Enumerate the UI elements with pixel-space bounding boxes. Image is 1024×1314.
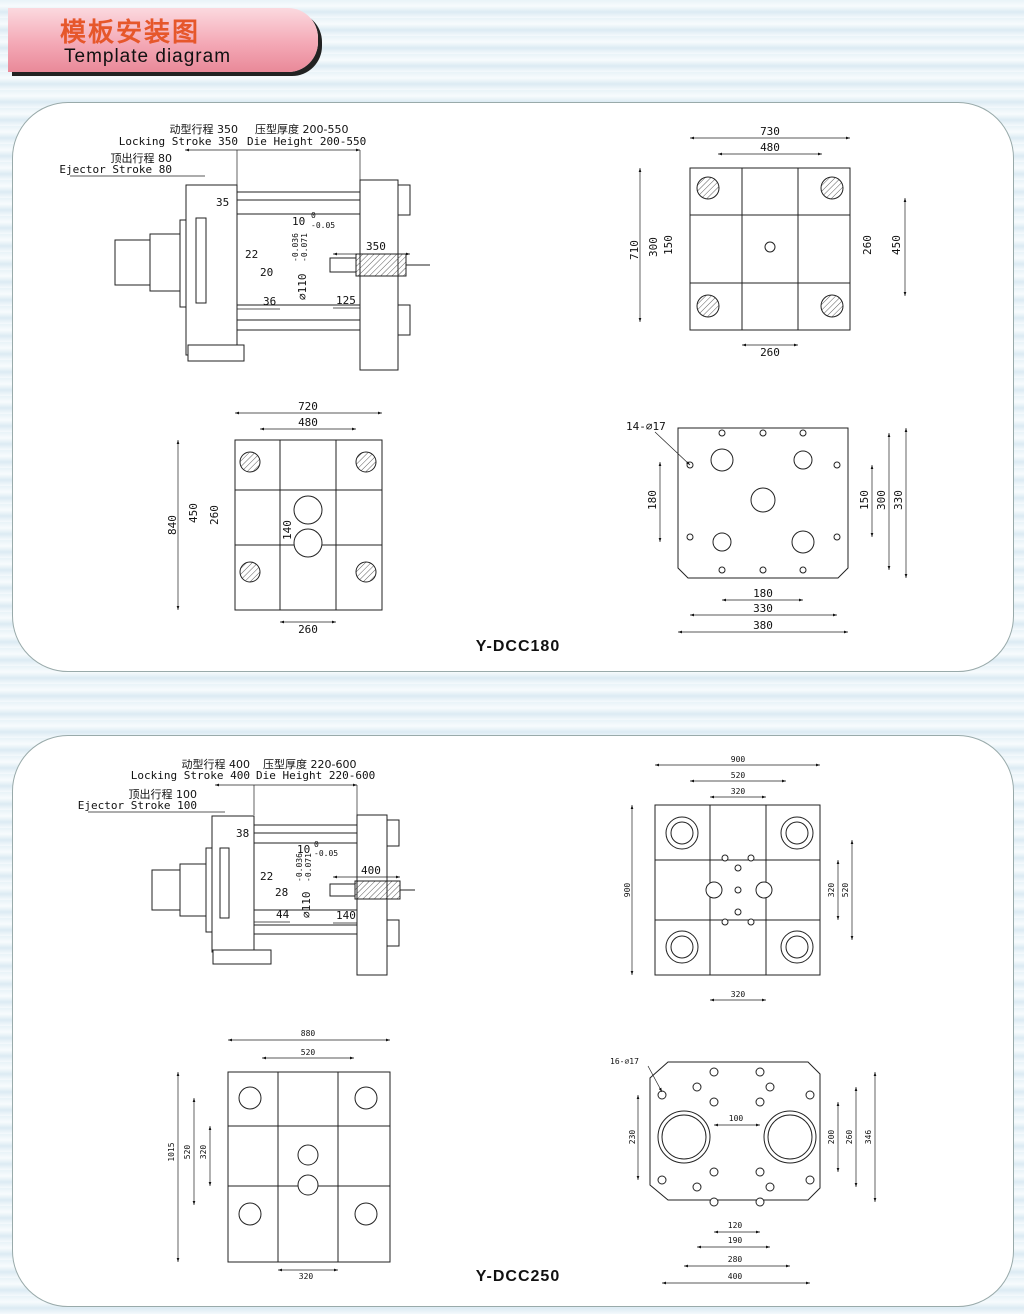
fixed-platen-180: 730 480 710 300 150 260 450 260 xyxy=(628,125,907,359)
dia-tol-down: -0.071 xyxy=(304,853,313,882)
dim-840: 840 xyxy=(166,515,179,535)
dim-125: 125 xyxy=(336,294,356,307)
holes-14: 14-∅17 xyxy=(626,420,666,433)
dim-480: 480 xyxy=(760,141,780,154)
dim-320: 320 xyxy=(731,787,746,796)
dim-330: 330 xyxy=(892,490,905,510)
dim-260: 260 xyxy=(208,505,221,525)
dim-320-bottom: 320 xyxy=(299,1272,314,1281)
dim-520-right: 520 xyxy=(841,883,850,898)
dim-36: 36 xyxy=(263,295,276,308)
die-height-cn: 压型厚度 220-600 xyxy=(263,757,356,771)
dim-1015: 1015 xyxy=(167,1142,176,1161)
holes-16: 16-∅17 xyxy=(610,1057,639,1066)
ejector-stroke-cn: 顶出行程 80 xyxy=(111,151,173,165)
model-title-180: Y-DCC180 xyxy=(476,638,560,655)
dim-38: 38 xyxy=(236,827,249,840)
ejector-stroke-en: Ejector Stroke 80 xyxy=(59,163,172,176)
tol-up: 0 xyxy=(311,211,316,220)
dia-tol-down: -0.071 xyxy=(300,233,309,262)
dim-520: 520 xyxy=(301,1048,316,1057)
dia-tol-up: -0.036 xyxy=(295,853,304,882)
dia-tol-up: -0.036 xyxy=(291,233,300,262)
ejector-stroke-en: Ejector Stroke 100 xyxy=(78,799,197,812)
dim-730: 730 xyxy=(760,125,780,138)
dim-260-right: 260 xyxy=(861,235,874,255)
dim-140: 140 xyxy=(281,520,294,540)
dim-190: 190 xyxy=(728,1236,743,1245)
dim-380-bottom: 380 xyxy=(753,619,773,632)
locking-stroke-en: Locking Stroke 350 xyxy=(119,135,238,148)
dim-10: 10 xyxy=(292,215,305,228)
die-height-en: Die Height 220-600 xyxy=(256,769,375,782)
dim-260-bottom: 260 xyxy=(760,346,780,359)
dim-260: 260 xyxy=(845,1130,854,1145)
dim-320-right: 320 xyxy=(827,883,836,898)
dim-200: 200 xyxy=(827,1130,836,1145)
dim-300: 300 xyxy=(647,237,660,257)
dim-120: 120 xyxy=(728,1221,743,1230)
dim-100: 100 xyxy=(729,1114,744,1123)
dim-22: 22 xyxy=(245,248,258,261)
header-banner: 模板安装图 Template diagram xyxy=(8,8,318,72)
dim-320-left: 320 xyxy=(199,1145,208,1160)
ejector-stroke-cn: 顶出行程 100 xyxy=(129,787,198,801)
dim-260-bottom: 260 xyxy=(298,623,318,636)
dim-710: 710 xyxy=(628,240,641,260)
dim-10: 10 xyxy=(297,843,310,856)
dim-900-height: 900 xyxy=(623,883,632,898)
model-title-250: Y-DCC250 xyxy=(476,1268,560,1285)
ejector-plate-250: 16-∅17 230 100 200 260 346 120 190 280 4… xyxy=(610,1057,877,1285)
dim-480: 480 xyxy=(298,416,318,429)
side-view-180: 动型行程 350 压型厚度 200-550 Locking Stroke 350… xyxy=(59,122,430,371)
dim-150: 150 xyxy=(858,490,871,510)
moving-platen-180: 720 480 840 450 260 140 260 xyxy=(166,400,383,636)
dim-180-left: 180 xyxy=(646,490,659,510)
dim-320-bottom: 320 xyxy=(731,990,746,999)
header-title-en: Template diagram xyxy=(64,46,232,67)
dim-450: 450 xyxy=(187,503,200,523)
dim-dia110: ∅110 xyxy=(300,892,313,919)
dim-450: 450 xyxy=(890,235,903,255)
dim-330-bottom: 330 xyxy=(753,602,773,615)
dim-880: 880 xyxy=(301,1029,316,1038)
dim-400: 400 xyxy=(361,864,381,877)
dim-230: 230 xyxy=(628,1130,637,1145)
fixed-platen-250: 900 520 320 900 320 520 320 xyxy=(623,755,854,1002)
dim-346: 346 xyxy=(864,1130,873,1145)
die-height-cn: 压型厚度 200-550 xyxy=(255,122,348,136)
side-view-250: 动型行程 400 压型厚度 220-600 Locking Stroke 400… xyxy=(78,757,415,976)
locking-stroke-cn: 动型行程 400 xyxy=(182,757,251,771)
dim-44: 44 xyxy=(276,908,290,921)
tol-down: -0.05 xyxy=(311,221,335,230)
dim-300: 300 xyxy=(875,490,888,510)
tol-down: -0.05 xyxy=(314,849,338,858)
dim-20: 20 xyxy=(260,266,273,279)
dim-900: 900 xyxy=(731,755,746,764)
dim-35: 35 xyxy=(216,196,229,209)
dim-520-left: 520 xyxy=(183,1145,192,1160)
dim-720: 720 xyxy=(298,400,318,413)
ejector-plate-180: 14-∅17 180 150 300 330 180 330 380 xyxy=(626,420,908,634)
dim-280: 280 xyxy=(728,1255,743,1264)
dim-400: 400 xyxy=(728,1272,743,1281)
header-title-cn: 模板安装图 xyxy=(60,18,201,48)
dim-dia110: ∅110 xyxy=(296,274,309,301)
dim-140: 140 xyxy=(336,909,356,922)
dim-22: 22 xyxy=(260,870,273,883)
dim-180-bottom: 180 xyxy=(753,587,773,600)
moving-platen-250: 880 520 1015 520 320 320 xyxy=(167,1029,391,1281)
tol-up: 0 xyxy=(314,840,319,849)
dim-350: 350 xyxy=(366,240,386,253)
locking-stroke-cn: 动型行程 350 xyxy=(170,122,239,136)
locking-stroke-en: Locking Stroke 400 xyxy=(131,769,250,782)
dim-150: 150 xyxy=(662,235,675,255)
dim-28: 28 xyxy=(275,886,288,899)
dim-520: 520 xyxy=(731,771,746,780)
die-height-en: Die Height 200-550 xyxy=(247,135,366,148)
